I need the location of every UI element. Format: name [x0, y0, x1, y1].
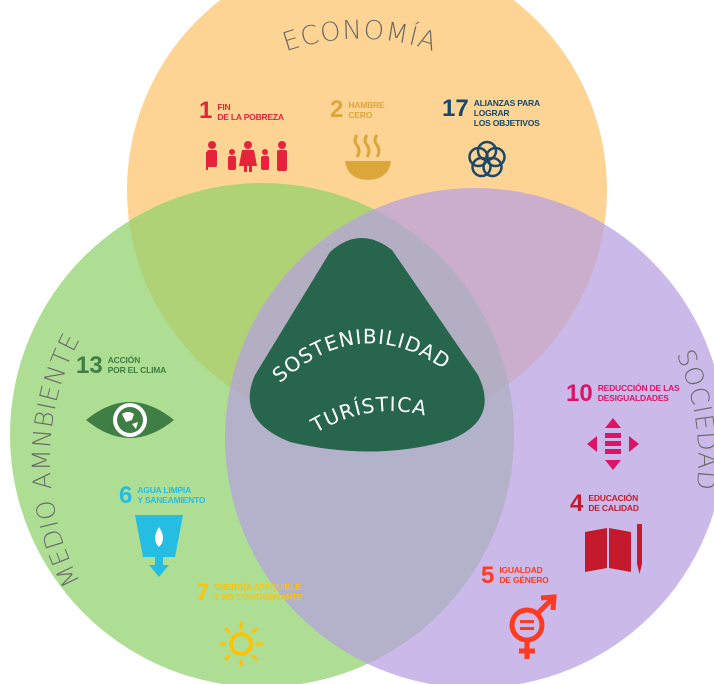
goal-4: 4 EDUCACIÓN DE CALIDAD	[570, 490, 639, 517]
goal-1-number: 1	[199, 97, 213, 124]
goal-5: 5 IGUALDAD DE GÉNERO	[481, 562, 549, 589]
goal-17: 17 ALIANZAS PARA LOGRAR LOS OBJETIVOS	[442, 95, 540, 129]
goal-10-label: REDUCCIÓN DE LAS DESIGUALDADES	[597, 383, 680, 403]
goal-1: 1 FIN DE LA POBREZA	[199, 97, 284, 124]
goal-10-number: 10	[566, 380, 593, 407]
goal-7-number: 7	[196, 579, 210, 606]
goal-5-number: 5	[481, 562, 495, 589]
goal-17-number: 17	[442, 95, 469, 122]
sun-icon	[219, 622, 263, 666]
goal-7-label: ENERGÍA ASEQUIBLE Y NO CONTAMINANTE	[214, 582, 303, 602]
goal-10: 10 REDUCCIÓN DE LAS DESIGUALDADES	[566, 380, 680, 407]
center-triangle	[249, 237, 485, 452]
goal-5-label: IGUALDAD DE GÉNERO	[499, 565, 549, 585]
goal-6: 6 AGUA LIMPIA Y SANEAMIENTO	[119, 482, 206, 509]
goal-6-label: AGUA LIMPIA Y SANEAMIENTO	[137, 485, 206, 505]
people-icon	[206, 141, 287, 172]
goal-2: 2 HAMBRE CERO	[330, 96, 385, 123]
bowl-icon	[345, 134, 391, 180]
goal-13-label: ACCIÓN POR EL CLIMA	[107, 355, 167, 375]
goal-13-number: 13	[76, 352, 103, 379]
goal-7: 7 ENERGÍA ASEQUIBLE Y NO CONTAMINANTE	[196, 579, 303, 606]
goal-4-number: 4	[570, 490, 584, 517]
goal-17-label: ALIANZAS PARA LOGRAR LOS OBJETIVOS	[473, 98, 540, 128]
goal-13: 13 ACCIÓN POR EL CLIMA	[76, 352, 167, 379]
goal-2-label: HAMBRE CERO	[348, 100, 385, 120]
book-icon	[585, 524, 642, 574]
goal-2-number: 2	[330, 96, 344, 123]
eye-globe-icon	[86, 402, 174, 438]
goal-4-label: EDUCACIÓN DE CALIDAD	[588, 493, 639, 513]
water-icon	[135, 515, 183, 577]
flower-icon	[468, 140, 506, 178]
goal-6-number: 6	[119, 482, 133, 509]
goal-1-label: FIN DE LA POBREZA	[217, 102, 284, 122]
gender-icon	[509, 594, 557, 659]
equality-arrows-icon	[587, 418, 639, 470]
